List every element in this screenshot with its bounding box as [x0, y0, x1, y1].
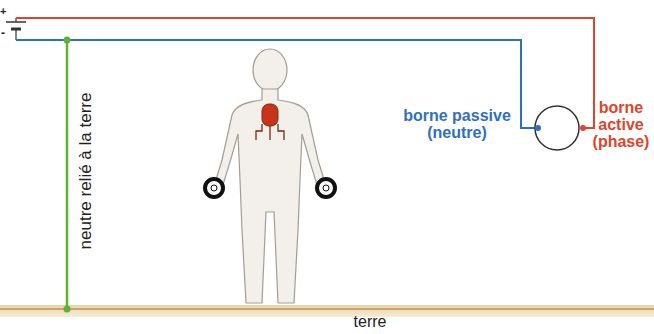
- polarity-sign: -: [1, 27, 5, 40]
- ground-band: [0, 305, 654, 317]
- socket-outline: [535, 106, 579, 150]
- junction-dot: [64, 306, 71, 313]
- electrode-ring: [317, 179, 335, 197]
- earth-label: neutre relié à la terre: [77, 41, 99, 301]
- polarity-sign: +: [0, 6, 6, 18]
- battery-lead: [15, 29, 16, 40]
- head: [253, 49, 287, 91]
- electrode-core: [211, 185, 217, 191]
- heart: [262, 104, 278, 126]
- ground-line: [0, 308, 654, 310]
- electrode-core: [323, 185, 329, 191]
- body-silhouette: [214, 89, 326, 303]
- electrode-ring: [205, 179, 223, 197]
- junction-dot: [64, 37, 71, 44]
- neutral-terminal: [535, 125, 541, 131]
- terminal-label: borne active (phase): [588, 100, 654, 150]
- earth-wire: [66, 40, 69, 309]
- phase-terminal: [580, 125, 586, 131]
- ground-label: terre: [330, 314, 410, 331]
- terminal-label: borne passive (neutre): [398, 108, 516, 142]
